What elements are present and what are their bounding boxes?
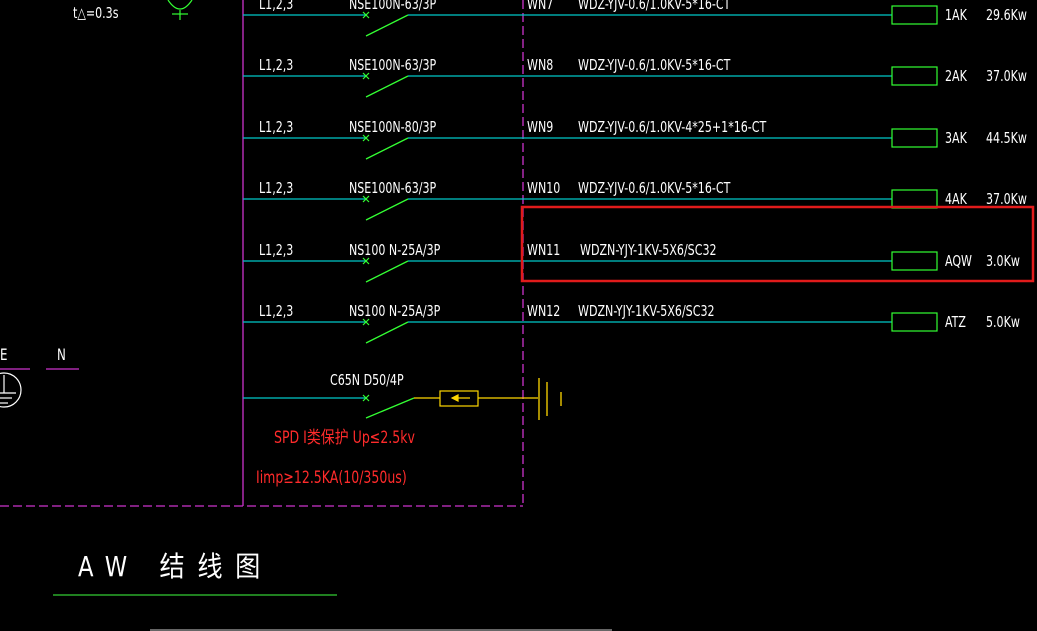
feeder-phase-label: L1,2,3 — [259, 179, 294, 197]
feeder-phase-label: L1,2,3 — [259, 56, 294, 74]
feeder-power-label: 3.0Kw — [986, 252, 1020, 270]
breaker-x-b — [362, 257, 370, 265]
breaker-x-b — [362, 195, 370, 203]
feeder-load-label: 3AK — [945, 129, 967, 147]
spd-breaker-blade — [365, 397, 415, 419]
feeder-power-label: 29.6Kw — [986, 6, 1027, 24]
spd-breaker-label: C65N D50/4P — [330, 371, 404, 389]
feeder-breaker-label: NS100 N-25A/3P — [349, 241, 441, 259]
breaker-x-b — [362, 134, 370, 142]
spd-ground-icon — [538, 378, 562, 420]
feeder-circuits — [243, 5, 938, 344]
feeder-breaker-label: NSE100N-63/3P — [349, 56, 437, 74]
load-box — [891, 312, 938, 332]
breaker-blade — [365, 321, 409, 344]
breaker-x-b — [362, 72, 370, 80]
feeder-cable-label: WDZ-YJV-0.6/1.0KV-5*16-CT — [578, 0, 731, 13]
feeder-phase-label: L1,2,3 — [259, 302, 294, 320]
breaker-x-b — [362, 11, 370, 19]
earth-ground-icon — [0, 372, 22, 408]
feeder-circuit-label: WN12 — [527, 302, 561, 320]
feeder-cable-label: WDZ-YJV-0.6/1.0KV-5*16-CT — [578, 56, 731, 74]
breaker-blade — [365, 198, 409, 221]
feeder-power-label: 37.0Kw — [986, 67, 1027, 85]
feeder-load-label: 2AK — [945, 67, 967, 85]
n-label: N — [57, 345, 66, 364]
feeder-load-label: ATZ — [945, 313, 966, 331]
load-box — [891, 5, 938, 25]
load-box — [891, 189, 938, 209]
load-box — [891, 128, 938, 148]
breaker-x-b — [362, 318, 370, 326]
spd-symbol-icon — [439, 390, 479, 407]
feeder-power-label: 37.0Kw — [986, 190, 1027, 208]
feeder-breaker-label: NSE100N-63/3P — [349, 0, 437, 13]
breaker-blade — [365, 75, 409, 98]
breaker-blade — [365, 14, 409, 37]
feeder-circuit-label: WN9 — [527, 118, 554, 136]
feeder-phase-label: L1,2,3 — [259, 0, 294, 13]
feeder-circuit-label: WN11 — [527, 241, 561, 259]
spd-current-label: Iimp≥12.5KA(10/350us) — [256, 468, 407, 488]
feeder-power-label: 44.5Kw — [986, 129, 1027, 147]
feeder-cable-label: WDZN-YJY-1KV-5X6/SC32 — [580, 241, 717, 259]
highlight-box-wn11 — [520, 205, 1035, 283]
spd-protection-label: SPD Ⅰ类保护 Up≤2.5kv — [274, 428, 415, 448]
feeder-phase-label: L1,2,3 — [259, 118, 294, 136]
feeder-load-label: 4AK — [945, 190, 967, 208]
feeder-breaker-label: NSE100N-80/3P — [349, 118, 437, 136]
feeder-circuit-label: WN8 — [527, 56, 554, 74]
feeder-load-label: 1AK — [945, 6, 967, 24]
load-box — [891, 251, 938, 271]
feeder-cable-label: WDZ-YJV-0.6/1.0KV-4*25+1*16-CT — [578, 118, 767, 136]
feeder-phase-label: L1,2,3 — [259, 241, 294, 259]
time-label: t△=0.3s — [73, 4, 119, 22]
feeder-circuit-label: WN7 — [527, 0, 554, 13]
lamp-symbol-icon — [167, 0, 193, 20]
feeder-cable-label: WDZN-YJY-1KV-5X6/SC32 — [578, 302, 715, 320]
diagram-title: AW 结线图 — [78, 550, 273, 583]
spd-circuit — [243, 378, 562, 420]
pe-label: E — [0, 345, 8, 364]
feeder-power-label: 5.0Kw — [986, 313, 1020, 331]
feeder-load-label: AQW — [945, 252, 973, 270]
feeder-circuit-label: WN10 — [527, 179, 561, 197]
spd-breaker-x — [362, 394, 370, 402]
load-box — [891, 66, 938, 86]
breaker-blade — [365, 260, 409, 283]
feeder-cable-label: WDZ-YJV-0.6/1.0KV-5*16-CT — [578, 179, 731, 197]
breaker-blade — [365, 137, 409, 160]
feeder-breaker-label: NSE100N-63/3P — [349, 179, 437, 197]
feeder-breaker-label: NS100 N-25A/3P — [349, 302, 441, 320]
